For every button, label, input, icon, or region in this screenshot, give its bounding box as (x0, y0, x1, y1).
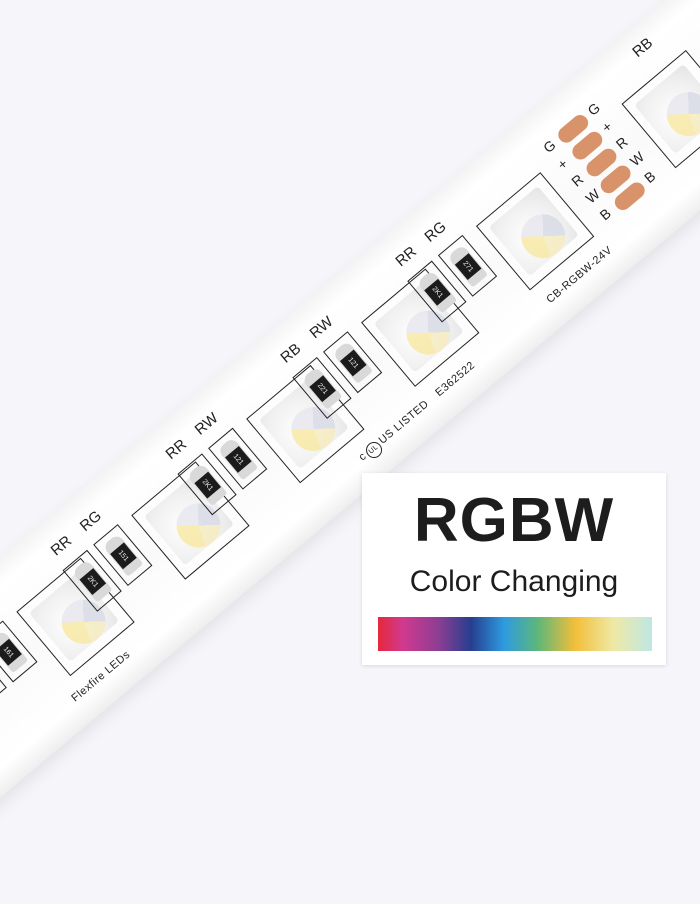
pad-label: G (539, 136, 559, 156)
resistor-label: RR (47, 532, 76, 560)
pad-label: + (554, 155, 571, 173)
resistor-label: RG (76, 507, 105, 535)
led-unit: RW 201 161 (0, 557, 135, 744)
ul-listed-text: US LISTED (376, 397, 432, 447)
pad-label: W (582, 185, 603, 207)
pad-label: R (568, 170, 587, 190)
resistor-label: RW (306, 313, 337, 343)
pad-label: R (612, 133, 631, 153)
product-feature-subtitle: Color Changing (409, 565, 619, 598)
pad-label: B (596, 205, 614, 224)
pad-label: B (640, 167, 659, 187)
product-type-title: RGBW (413, 486, 615, 555)
resistor-label: RR (392, 243, 420, 271)
resistor-label: RB (629, 34, 657, 61)
color-spectrum-bar (378, 617, 652, 651)
resistor-label: RW (191, 409, 222, 439)
product-label-card: RGBW Color Changing (362, 473, 666, 665)
resistor-label: RB (277, 340, 305, 367)
pad-label: W (626, 148, 648, 170)
resistor-label: RG (421, 218, 450, 246)
ul-mark-icon: cULUS LISTED (356, 397, 432, 464)
pad-label: G (584, 99, 604, 119)
resistor-label: RR (162, 436, 191, 463)
pad-label: + (598, 117, 616, 136)
